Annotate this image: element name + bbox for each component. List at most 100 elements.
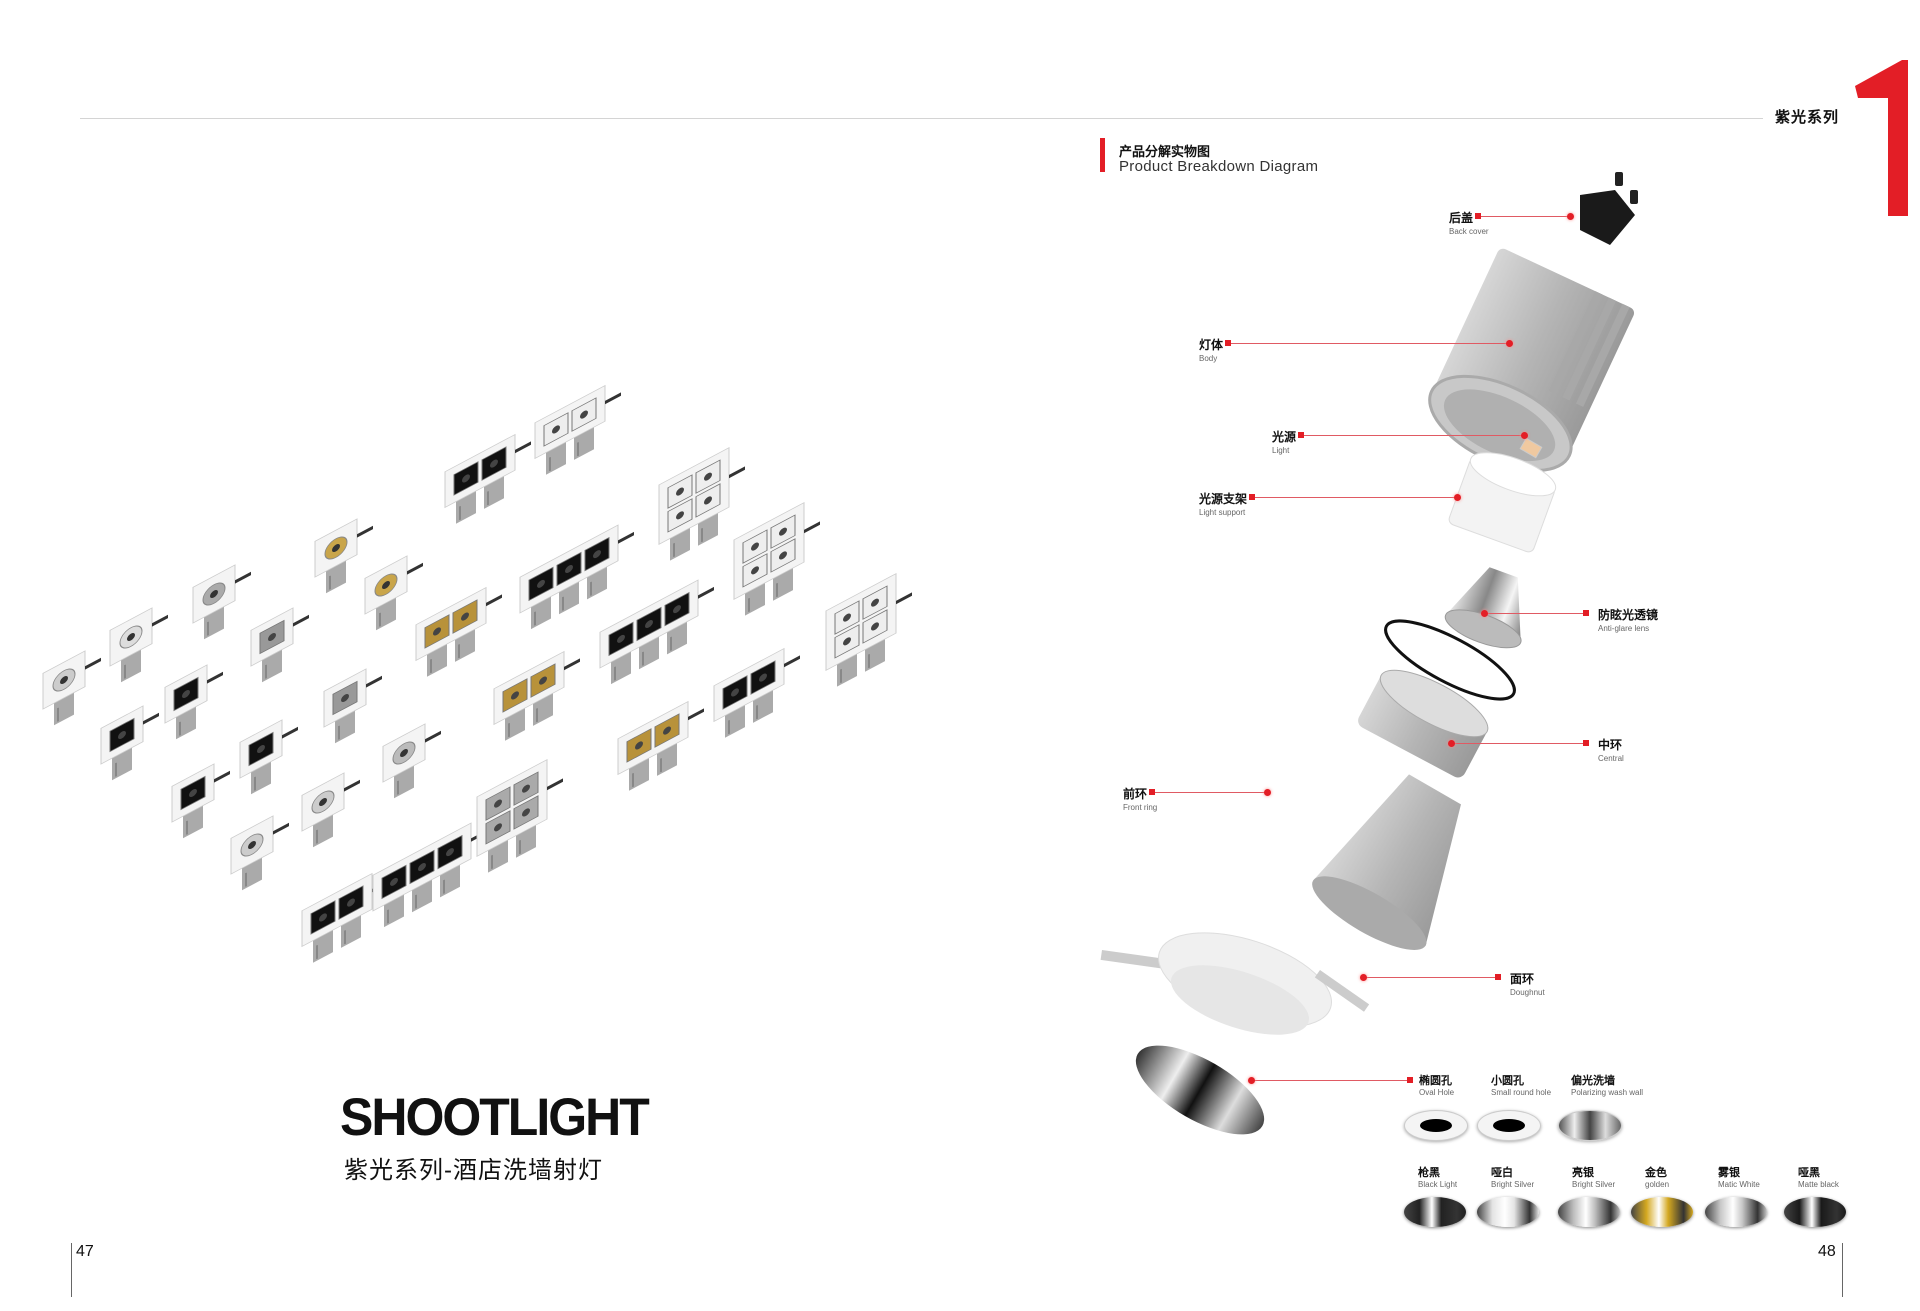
option-label-en: Bright Silver [1572,1180,1616,1189]
part-label-en: Light [1272,446,1290,455]
label-marker [1475,213,1481,219]
option-label-cn: 哑白 [1491,1167,1513,1179]
product-module [519,524,634,630]
series-title: 紫光系列 [1775,109,1840,126]
option-label-cn: 金色 [1645,1167,1667,1179]
hole-swatch [1404,1110,1468,1141]
option-label-cn: 椭圆孔 [1419,1075,1452,1087]
part-label-cn: 面环 [1510,972,1535,986]
product-module [617,700,704,791]
label-marker [1583,610,1589,616]
product-module [164,664,223,740]
product-module [599,579,714,685]
leader-dot [1264,789,1271,796]
finish-swatch [1558,1197,1620,1227]
option-label-en: golden [1645,1180,1670,1189]
label-marker [1298,432,1304,438]
leader-line [1481,216,1570,217]
part-label-cn: 后盖 [1449,211,1474,225]
leader-dot [1567,213,1574,220]
part-label-en: Central [1598,754,1624,763]
product-collage [42,384,912,963]
leader-line [1304,435,1524,436]
product-module [493,650,580,741]
option-label-cn: 偏光洗墙 [1571,1075,1615,1087]
hole-swatch [1477,1110,1541,1141]
product-module [733,501,820,616]
product-module [415,586,502,677]
leader-dot [1248,1077,1255,1084]
part-label-cn: 光源支架 [1199,492,1248,506]
anti-glare-lens-part [1444,567,1522,649]
leader-line [1451,743,1587,744]
product-module [372,822,487,928]
product-module [476,758,563,873]
product-module [534,384,621,475]
part-label-en: Back cover [1449,227,1489,236]
option-label-en: Matic White [1718,1180,1760,1189]
light-support-part [1448,452,1557,553]
part-label-en: Anti-glare lens [1598,624,1650,633]
product-module [171,763,230,839]
leader-line [1484,613,1587,614]
page-number-left: 47 [76,1243,94,1260]
leader-dot [1360,974,1367,981]
option-label-en: Matte black [1798,1180,1839,1189]
central-ring-part [1358,669,1489,778]
leader-line [1363,977,1499,978]
product-module [825,572,912,687]
brand-name: SHOOTLIGHT [340,1087,650,1147]
part-label: 面环 Doughnut [1510,970,1545,997]
chapter-number-1 [1855,60,1908,216]
front-ring-part [1312,774,1461,950]
option-label-en: Black Light [1418,1180,1458,1189]
part-label-cn: 中环 [1598,738,1623,752]
leader-line [1155,792,1267,793]
option-label-cn: 亮银 [1572,1167,1594,1179]
product-module [239,719,298,795]
o-ring-part [1384,619,1516,701]
option-label-en: Bright Silver [1491,1180,1535,1189]
section-marker [1100,138,1105,172]
leader-line [1251,1080,1411,1081]
product-module [109,607,168,683]
product-module [364,555,423,631]
leader-line [1231,343,1509,344]
label-marker [1249,494,1255,500]
part-label-cn: 光源 [1272,430,1297,444]
hole-swatch [1558,1110,1622,1141]
product-module [230,815,289,891]
option-label-en: Oval Hole [1419,1088,1455,1097]
leader-dot [1448,740,1455,747]
product-module [42,650,101,726]
option-label-cn: 哑黑 [1798,1167,1820,1179]
reflector-part [1135,1045,1265,1135]
product-module [713,647,800,738]
product-module [100,705,159,781]
leader-dot [1481,610,1488,617]
finish-swatch [1705,1197,1767,1227]
part-label: 中环 Central [1598,736,1624,763]
brand-subtitle: 紫光系列-酒店洗墙射灯 [344,1157,603,1184]
leader-dot [1506,340,1513,347]
leader-line [1255,497,1457,498]
back-cover-part [1580,172,1638,245]
product-module [301,772,360,848]
leader-dot [1521,432,1528,439]
product-module [382,723,441,799]
diagram-title-cn: 产品分解实物图 [1119,144,1211,159]
product-module [192,564,251,640]
option-label-cn: 雾银 [1718,1167,1740,1179]
part-label-en: Doughnut [1510,988,1545,997]
